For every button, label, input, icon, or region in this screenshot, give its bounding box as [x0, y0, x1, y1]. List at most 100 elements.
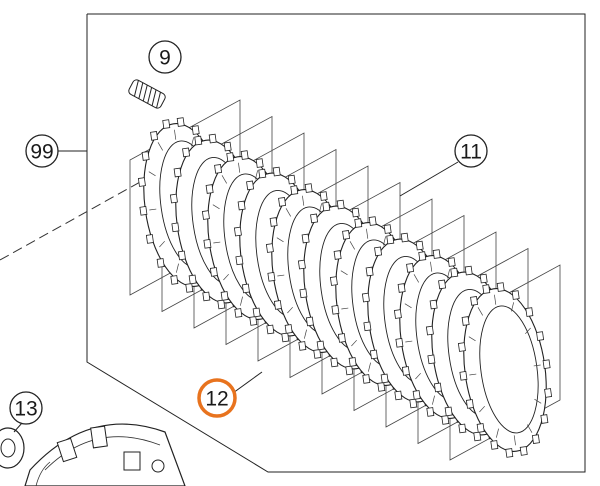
plate-tooth: [240, 150, 249, 160]
plate-tooth: [241, 283, 250, 294]
plate-tooth: [235, 255, 244, 266]
plate-tooth: [457, 342, 466, 352]
friction-pad-line: [221, 175, 227, 184]
clutch-basket-part: [24, 423, 186, 486]
friction-pad-line: [174, 129, 177, 140]
plate-tooth: [377, 382, 386, 392]
friction-pad-line: [191, 137, 195, 147]
plate-tooth: [319, 191, 328, 201]
plate-tooth: [432, 249, 441, 259]
plate-tooth: [429, 299, 438, 310]
plate-tooth: [316, 340, 325, 351]
friction-pad-line: [477, 307, 483, 316]
friction-pad-line: [404, 303, 412, 309]
friction-pad-line: [148, 171, 156, 177]
friction-pad-line: [341, 307, 349, 310]
plate-tooth: [273, 300, 282, 310]
plate-tooth: [177, 250, 186, 261]
callout-99-label: 99: [30, 141, 53, 164]
friction-pad-line: [447, 269, 451, 279]
plate-tooth: [447, 257, 456, 267]
friction-plate: [457, 282, 553, 458]
plate-tooth: [156, 258, 165, 268]
plate-tooth: [272, 166, 281, 177]
plate-tooth: [237, 200, 246, 211]
friction-pad-line: [533, 364, 541, 367]
plate-tooth: [544, 388, 553, 398]
plate-tooth: [336, 199, 345, 210]
plate-tooth: [310, 213, 319, 224]
plate-tooth: [438, 279, 447, 290]
plate-tooth: [380, 373, 389, 384]
friction-pad-line: [468, 336, 476, 342]
plate-tooth: [369, 349, 378, 360]
plate-tooth: [290, 185, 299, 195]
plate-tooth: [393, 309, 402, 319]
callout-12[interactable]: 12: [197, 378, 237, 418]
callout-13[interactable]: 13: [9, 391, 43, 425]
plate-tooth: [465, 399, 474, 409]
plate-tooth: [278, 197, 287, 207]
plate-tooth: [412, 390, 421, 400]
leader-12: [232, 371, 263, 394]
friction-pad-line: [285, 208, 291, 217]
friction-pad-line: [413, 274, 419, 283]
plate-tooth: [170, 275, 179, 285]
callout-11[interactable]: 11: [454, 134, 488, 168]
plate-tooth: [482, 284, 491, 294]
friction-pad-line: [469, 373, 477, 376]
leader-13: [13, 422, 23, 433]
plate-tooth: [337, 333, 346, 343]
plate-tooth: [331, 305, 340, 315]
plate-tooth: [511, 290, 520, 300]
plate-tooth: [519, 446, 528, 456]
plate-tooth: [304, 183, 313, 193]
friction-pad-line: [319, 203, 323, 213]
plate-tooth: [171, 222, 180, 233]
plate-tooth: [191, 125, 200, 135]
plate-tooth: [267, 272, 276, 282]
plate-tooth: [525, 307, 534, 317]
plate-tooth: [351, 207, 360, 218]
plate-tooth: [173, 167, 182, 178]
plate-tooth: [368, 216, 377, 226]
plate-tooth: [188, 274, 197, 285]
plate-tooth: [348, 357, 357, 367]
plate-tooth: [201, 210, 210, 220]
plate-tooth: [444, 406, 453, 417]
friction-pad-line: [159, 240, 165, 248]
plate-tooth: [418, 251, 427, 261]
friction-pad-line: [277, 274, 285, 277]
plate-tooth: [464, 265, 473, 276]
callout-11-label: 11: [460, 141, 482, 164]
plate-tooth: [137, 177, 146, 187]
plate-tooth: [383, 224, 392, 234]
friction-pad-line: [276, 237, 284, 243]
assembly-axis-line: [0, 171, 159, 261]
friction-pad-line: [175, 263, 179, 273]
plate-tooth: [365, 266, 374, 277]
plate-tooth: [490, 440, 499, 450]
plate-tooth: [386, 234, 395, 245]
callout-9[interactable]: 9: [148, 40, 182, 74]
friction-pad-line: [149, 208, 157, 211]
friction-pad-line: [287, 306, 293, 314]
plate-tooth: [406, 263, 415, 273]
friction-pad-line: [511, 302, 515, 312]
plate-tooth: [536, 331, 545, 341]
plate-tooth: [220, 291, 229, 301]
plate-tooth: [473, 431, 482, 442]
plate-tooth: [252, 307, 261, 318]
plate-tooth: [162, 119, 171, 129]
friction-pad-line: [239, 296, 243, 306]
friction-pad-line: [430, 261, 433, 272]
plate-tooth: [234, 308, 243, 318]
plate-tooth: [459, 371, 468, 381]
friction-pad-line: [223, 273, 229, 281]
plate-tooth: [203, 239, 212, 249]
plate-tooth: [450, 267, 459, 278]
callout-99[interactable]: 99: [25, 134, 59, 168]
plate-tooth: [266, 324, 275, 335]
friction-pad-line: [238, 162, 241, 173]
plate-tooth: [470, 296, 479, 306]
